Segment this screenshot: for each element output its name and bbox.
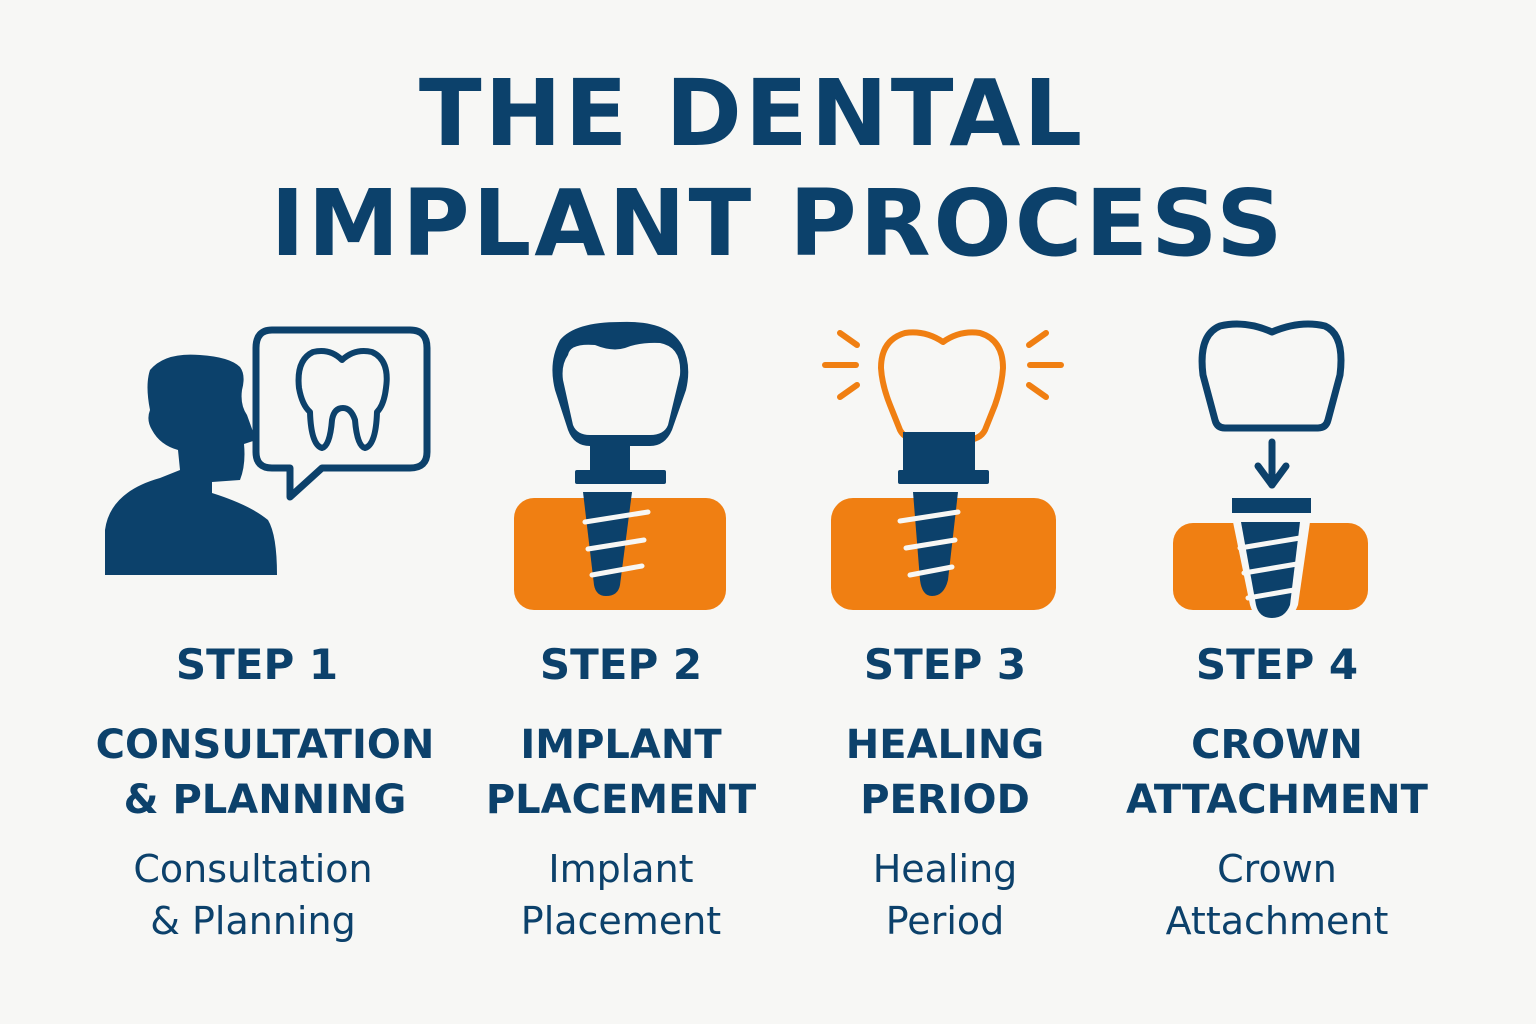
step-3-label: STEP 3 [863,640,1027,689]
down-arrow-icon [1254,438,1290,489]
heading-line: & PLANNING [123,777,407,823]
description-line: Crown [1217,847,1337,891]
glowing-crown-implant-icon [822,329,1064,610]
collar-icon [575,470,666,484]
step-4-heading: CROWN ATTACHMENT [1087,718,1467,828]
screw-threads [897,509,961,578]
glow-rays-icon [822,330,1064,400]
page-title-line-1: THE DENTAL [418,60,1086,167]
collar-icon [1232,498,1311,513]
heading-line: CROWN [1191,722,1363,768]
heading-line: PERIOD [860,777,1030,823]
collar-icon [898,470,989,484]
step-1-description: Consultation & Planning [63,843,443,947]
description-line: Healing [872,847,1018,891]
tooth-icon [295,348,390,451]
crown-outline-icon [878,329,1006,443]
screw-threads [1237,535,1303,601]
person-speech-bubble-tooth-icon [105,326,431,575]
heading-line: ATTACHMENT [1126,777,1428,823]
step-1-heading: CONSULTATION & PLANNING [75,718,455,828]
step-1-label: STEP 1 [175,640,339,689]
screw-threads [582,509,651,578]
heading-line: HEALING [845,722,1045,768]
crown-outline-icon [1198,320,1345,432]
abutment-icon [903,432,975,472]
description-line: & Planning [150,899,356,943]
page-title-line-2: IMPLANT PROCESS [270,170,1286,277]
speech-bubble-icon [252,326,431,501]
implant-in-gum-icon [514,321,726,610]
abutment-icon [590,444,630,472]
step-4-label: STEP 4 [1195,640,1359,689]
description-line: Consultation [133,847,373,891]
heading-line: PLACEMENT [485,777,757,823]
description-line: Attachment [1165,899,1389,943]
heading-line: CONSULTATION [95,722,435,768]
description-line: Placement [520,899,722,943]
crown-inner [562,342,681,435]
description-line: Period [885,899,1005,943]
step-2-label: STEP 2 [539,640,703,689]
crown-arrow-implant-icon [1173,320,1368,622]
person-silhouette-icon [105,354,277,575]
step-3-heading: HEALING PERIOD [755,718,1135,828]
description-line: Implant [548,847,694,891]
step-2-heading: IMPLANT PLACEMENT [431,718,811,828]
heading-line: IMPLANT [520,722,722,768]
